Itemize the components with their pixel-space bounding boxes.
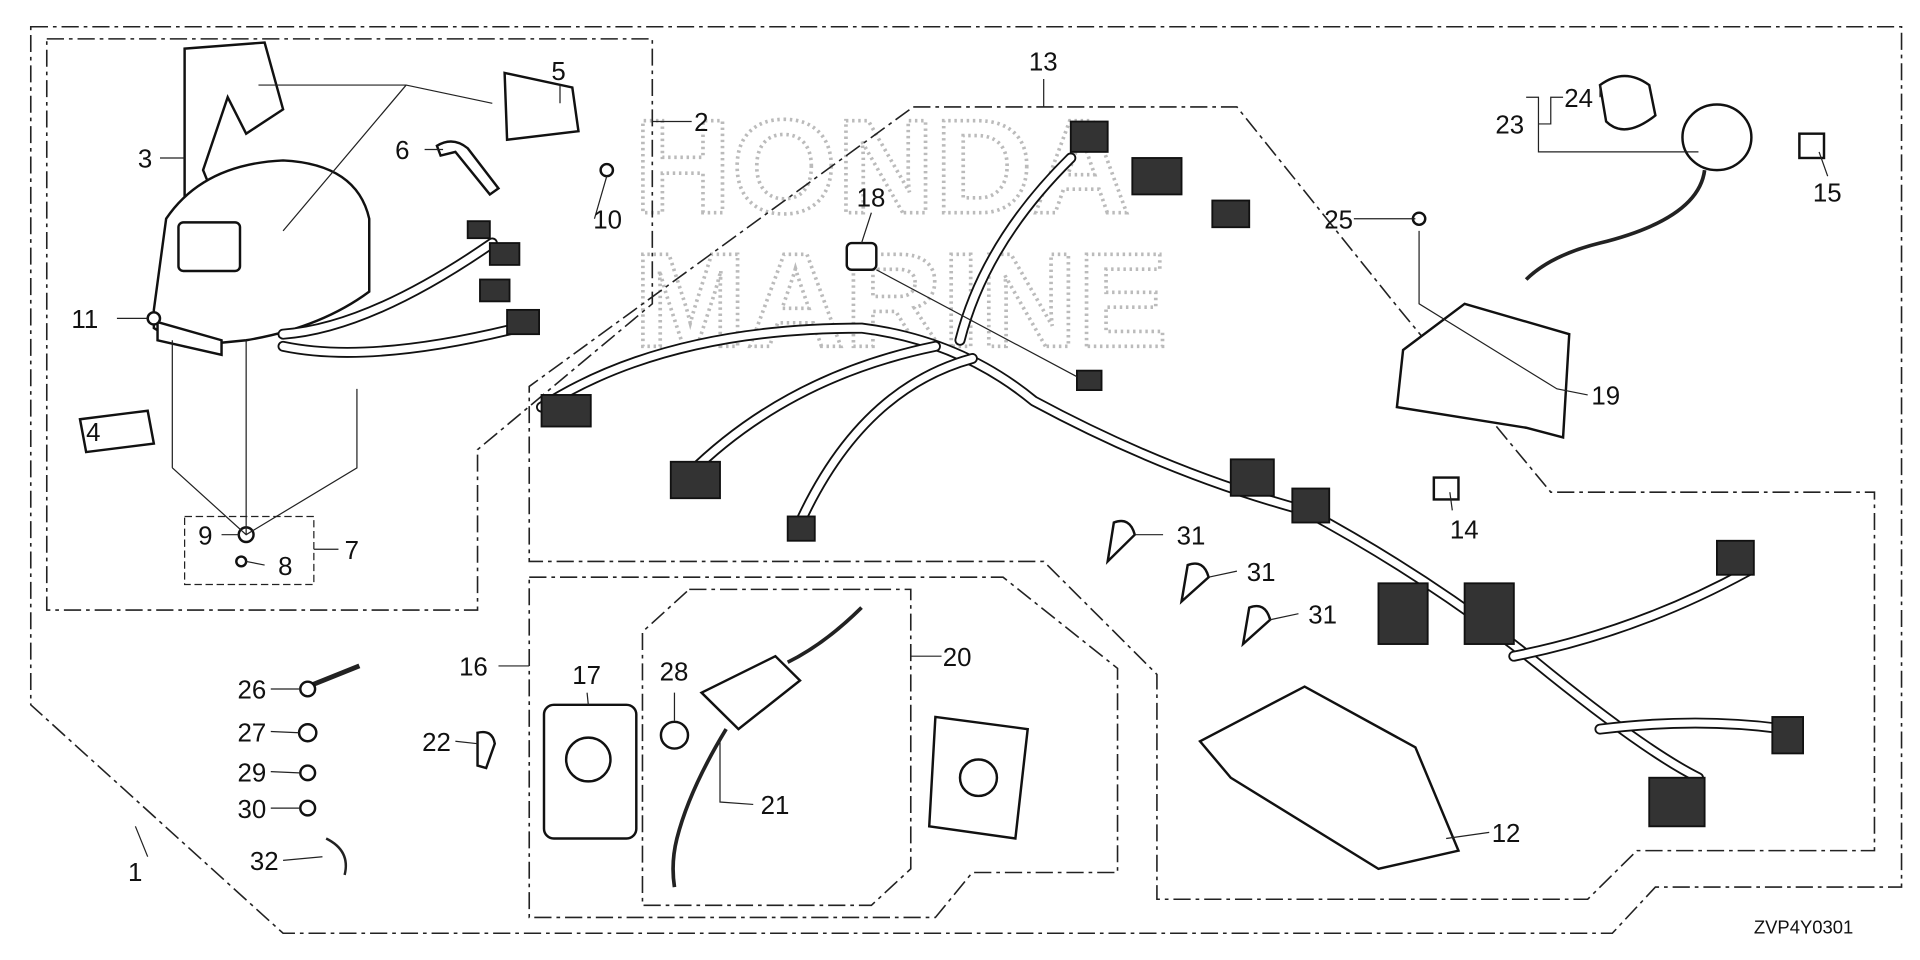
buzzer-23	[1524, 74, 1753, 281]
callout-23: 23	[1495, 112, 1524, 140]
callout-4: 4	[86, 419, 100, 447]
remote-control-box	[152, 41, 540, 358]
callout-26: 26	[238, 677, 267, 705]
callout-24: 24	[1564, 85, 1593, 113]
callout-11: 11	[71, 306, 98, 334]
nut-8	[235, 555, 248, 568]
callout-31a: 31	[1177, 523, 1206, 551]
callout-32: 32	[250, 848, 279, 876]
group-outline-2	[45, 38, 654, 611]
group-outline-7	[184, 515, 315, 586]
callout-18: 18	[857, 185, 886, 213]
hardware-26-32	[297, 663, 361, 876]
callout-2: 2	[694, 109, 708, 137]
callout-3: 3	[138, 146, 152, 174]
callout-31c: 31	[1308, 602, 1337, 630]
watermark-line-1: HONDA	[634, 91, 1130, 241]
figure-code: ZVP4Y0301	[1754, 916, 1853, 937]
clip-part-6	[435, 140, 501, 197]
clamp-31b	[1179, 562, 1210, 605]
group-outline-20	[641, 588, 912, 907]
callout-6: 6	[395, 137, 409, 165]
switch-wires	[786, 606, 863, 664]
callout-5: 5	[551, 58, 565, 86]
callout-10: 10	[593, 207, 622, 235]
panel-plate-hole	[958, 758, 999, 798]
nut-28	[659, 720, 690, 750]
screw-10	[599, 162, 615, 178]
connector-14	[1432, 476, 1460, 501]
callout-15: 15	[1813, 180, 1842, 208]
watermark: HONDA MARINE	[632, 90, 1170, 377]
callout-29: 29	[238, 760, 267, 788]
callout-labels: 1 2 3 4 5 6 7 8 9 10 11 12 13 14 15 16 1…	[71, 49, 1841, 887]
screw-11	[146, 311, 162, 326]
callout-1: 1	[128, 859, 142, 887]
group-outline-1	[29, 25, 1903, 935]
grommet-18	[845, 241, 878, 271]
stop-switch-20	[699, 654, 802, 731]
clamp-31c	[1241, 604, 1272, 648]
clip-22	[476, 730, 497, 770]
ecu-19	[1395, 302, 1571, 440]
callout-8: 8	[278, 553, 292, 581]
callout-31b: 31	[1247, 559, 1276, 587]
callout-7: 7	[345, 537, 359, 565]
callout-16: 16	[459, 654, 488, 682]
bracket-12	[1198, 685, 1461, 871]
callout-14: 14	[1450, 516, 1479, 544]
callout-9: 9	[198, 523, 212, 551]
panel-17-hole	[564, 736, 612, 783]
lanyard-21	[671, 728, 728, 888]
callout-21: 21	[761, 792, 790, 820]
cap-part-5	[503, 71, 580, 142]
clamp-31a	[1105, 519, 1137, 565]
callout-22: 22	[422, 729, 451, 757]
callout-20: 20	[943, 644, 972, 672]
leader-lines	[116, 78, 1829, 861]
main-wire-harness	[536, 120, 1805, 828]
callout-12: 12	[1492, 820, 1521, 848]
callout-13: 13	[1029, 49, 1058, 77]
group-outline-16	[528, 576, 1119, 919]
callout-17: 17	[572, 662, 601, 690]
callout-27: 27	[238, 719, 267, 747]
cover-part-4	[78, 409, 156, 454]
callout-30: 30	[238, 796, 267, 824]
callout-19: 19	[1591, 383, 1620, 411]
callout-25: 25	[1324, 207, 1353, 235]
callout-28: 28	[660, 659, 689, 687]
